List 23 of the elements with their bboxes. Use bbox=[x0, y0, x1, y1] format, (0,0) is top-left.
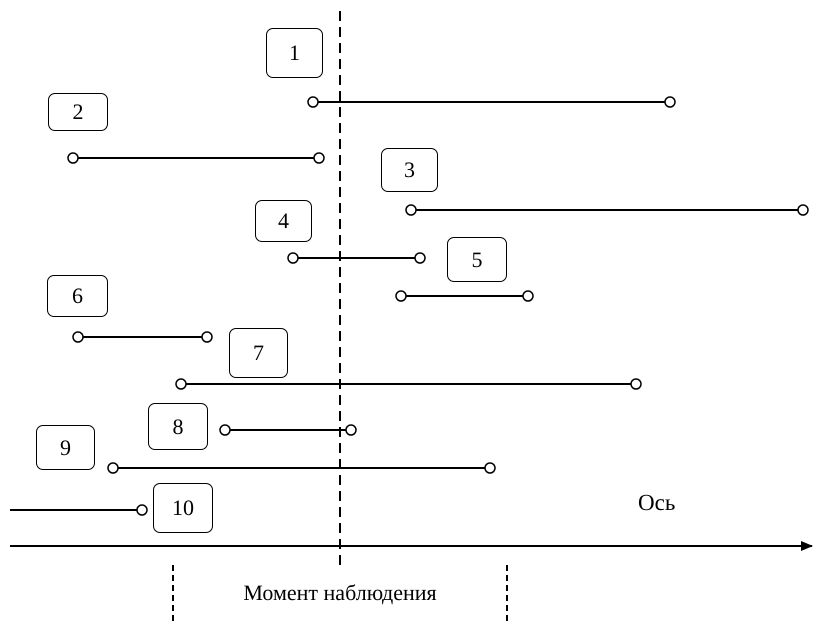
box-label: 3 bbox=[404, 157, 415, 183]
number-box bbox=[447, 237, 507, 282]
number-box bbox=[36, 425, 95, 470]
number-box bbox=[266, 28, 323, 78]
box-label: 1 bbox=[289, 40, 300, 66]
box-label: 4 bbox=[278, 208, 289, 234]
number-box bbox=[48, 93, 108, 131]
box-label: 5 bbox=[472, 246, 482, 272]
number-box bbox=[381, 148, 438, 192]
axis-label: Ось bbox=[638, 490, 676, 516]
box-label: 6 bbox=[72, 283, 83, 309]
number-box bbox=[148, 403, 208, 450]
observation-box bbox=[172, 565, 508, 621]
box-label: 10 bbox=[172, 495, 194, 521]
box-label: Момент наблюдения bbox=[243, 580, 437, 606]
box-label: 2 bbox=[72, 99, 84, 125]
box-label: 8 bbox=[172, 414, 184, 440]
number-box bbox=[255, 200, 312, 242]
box-label: 7 bbox=[253, 340, 264, 366]
box-label: 9 bbox=[60, 434, 71, 460]
number-box bbox=[47, 275, 108, 317]
number-box bbox=[229, 328, 288, 378]
number-box bbox=[153, 483, 213, 533]
